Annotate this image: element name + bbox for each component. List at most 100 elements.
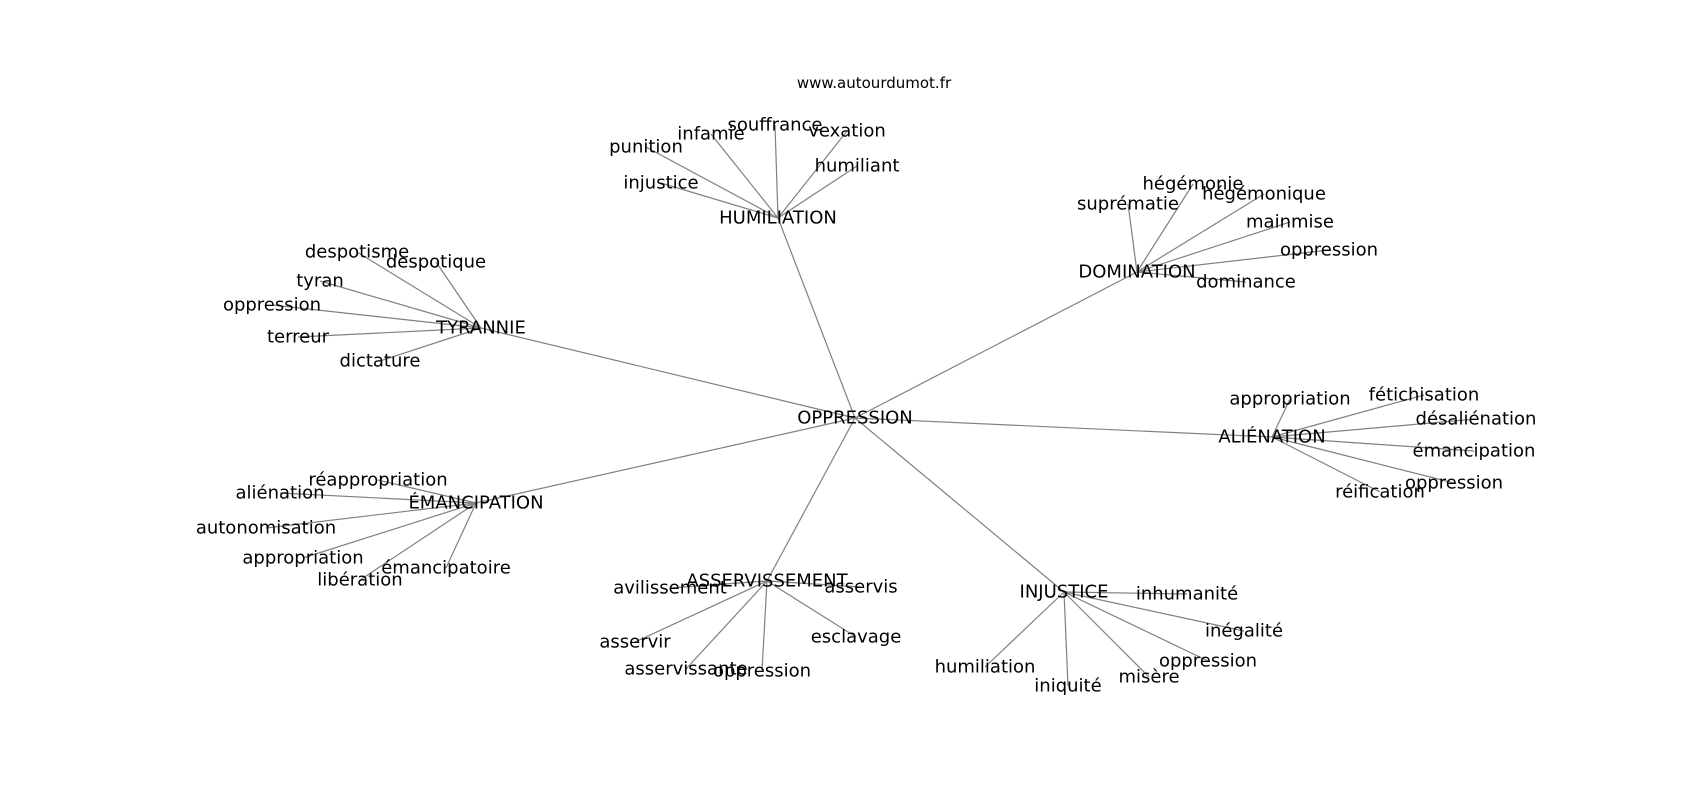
leaf-node-asservissement-asservissante[interactable]: asservissante [624,659,747,680]
edge-domination-suprematie [1127,203,1138,273]
edge-alienation-emancipation [1271,436,1475,452]
edge-injustice-misere [1063,591,1150,678]
leaf-node-humiliation-infamie[interactable]: infamie [677,124,744,145]
leaf-node-tyrannie-tyran[interactable]: tyran [296,271,344,292]
source-watermark[interactable]: www.autourdumot.fr [797,74,952,92]
edge-emancipation-appropriation [302,502,477,559]
edge-emancipation-alienation [279,492,477,504]
edge-injustice-inhumanite [1063,591,1188,595]
hub-node-domination[interactable]: DOMINATION [1078,262,1195,283]
leaf-node-emancipation-liberation[interactable]: libération [317,570,402,591]
hub-node-alienation[interactable]: ALIÉNATION [1218,426,1325,448]
leaf-node-injustice-iniquite[interactable]: iniquité [1034,676,1101,697]
leaf-node-alienation-reification[interactable]: réification [1335,482,1425,503]
edge-injustice-oppression [1063,591,1209,662]
edge-alienation-desalienation [1271,418,1477,438]
edge-asservissement-oppression [761,580,768,672]
leaf-node-emancipation-autonomisation[interactable]: autonomisation [196,518,336,539]
edge-alienation-appropriation [1271,398,1291,438]
leaf-node-humiliation-vexation[interactable]: vexation [808,121,886,142]
edge-injustice-humiliation [984,591,1065,668]
leaf-node-domination-dominance[interactable]: dominance [1196,272,1296,293]
leaf-node-tyrannie-despotisme[interactable]: despotisme [305,242,409,263]
edge-tyrannie-dictature [379,327,482,362]
edge-humiliation-vexation [777,130,848,219]
edge-asservissement-asservis [766,580,862,588]
leaf-node-injustice-inegalite[interactable]: inégalité [1205,621,1283,642]
leaf-node-emancipation-alienation[interactable]: aliénation [235,483,324,504]
leaf-node-asservissement-oppression[interactable]: oppression [713,661,811,682]
edge-tyrannie-tyran [319,280,482,329]
edge-asservissement-asservissante [685,580,768,670]
leaf-node-tyrannie-despotique[interactable]: despotique [386,252,486,273]
edge-alienation-reification [1271,436,1381,493]
leaf-node-injustice-inhumanite[interactable]: inhumanité [1136,584,1238,605]
leaf-node-injustice-misere[interactable]: misère [1118,667,1179,688]
leaf-node-alienation-oppression[interactable]: oppression [1405,473,1503,494]
edge-asservissement-asservir [634,580,768,643]
leaf-node-tyrannie-terreur[interactable]: terreur [267,327,330,348]
edge-tyrannie-despotisme [356,251,482,329]
edge-tyrannie-despotique [435,261,482,329]
edge-alienation-fetichisation [1271,394,1425,438]
leaf-node-emancipation-appropriation[interactable]: appropriation [242,548,363,569]
leaf-node-asservissement-asservir[interactable]: asservir [599,632,671,653]
leaf-node-domination-mainmise[interactable]: mainmise [1246,212,1334,233]
hub-node-humiliation[interactable]: HUMILIATION [719,208,837,229]
edge-asservissement-avilissement [669,580,768,589]
leaf-node-alienation-desalienation[interactable]: désaliénation [1416,409,1537,430]
leaf-node-injustice-oppression[interactable]: oppression [1159,651,1257,672]
leaf-node-humiliation-souffrance[interactable]: souffrance [727,115,822,136]
leaf-node-domination-oppression[interactable]: oppression [1280,240,1378,261]
edge-domination-mainmise [1136,221,1291,273]
leaf-node-asservissement-avilissement[interactable]: avilissement [613,578,727,599]
edge-tyrannie-terreur [297,327,482,338]
edge-domination-dominance [1136,271,1247,283]
hub-node-tyrannie[interactable]: TYRANNIE [435,318,526,339]
leaf-node-humiliation-punition[interactable]: punition [609,137,683,158]
leaf-node-alienation-emancipation[interactable]: émancipation [1413,441,1536,462]
edge-domination-hegemonie [1136,183,1194,273]
hub-node-injustice[interactable]: INJUSTICE [1020,582,1109,603]
edge-center-emancipation [475,417,856,504]
graph-edges [265,124,1477,687]
leaf-node-emancipation-emancipatoire[interactable]: émancipatoire [381,558,511,579]
edge-emancipation-emancipatoire [445,502,477,569]
leaf-node-injustice-humiliation[interactable]: humiliation [935,657,1036,678]
edge-humiliation-injustice [660,182,779,219]
hub-node-emancipation[interactable]: ÉMANCIPATION [408,492,543,514]
center-node-oppression[interactable]: OPPRESSION [797,408,913,429]
edge-emancipation-reappropriation [377,479,477,504]
edge-alienation-oppression [1271,436,1455,484]
edge-domination-oppression [1136,249,1330,273]
edge-emancipation-liberation [359,502,477,581]
leaf-node-domination-hegemonie[interactable]: hégémonie [1142,174,1243,195]
leaf-node-humiliation-injustice[interactable]: injustice [623,173,698,194]
edge-injustice-inegalite [1063,591,1245,632]
leaf-node-alienation-appropriation[interactable]: appropriation [1229,389,1350,410]
edge-tyrannie-oppression [271,304,482,329]
leaf-node-alienation-fetichisation[interactable]: fétichisation [1369,385,1480,406]
edge-center-humiliation [777,217,856,419]
leaf-node-domination-suprematie[interactable]: suprématie [1077,194,1179,215]
edge-center-asservissement [766,417,856,582]
leaf-node-asservissement-esclavage[interactable]: esclavage [811,627,902,648]
leaf-node-humiliation-humiliant[interactable]: humiliant [815,156,900,177]
edge-humiliation-punition [645,146,779,219]
edge-humiliation-infamie [710,133,779,219]
edge-center-tyrannie [480,327,856,419]
edge-center-domination [854,271,1138,419]
edge-domination-hegemonique [1136,193,1265,273]
leaf-node-asservissement-asservis[interactable]: asservis [824,577,897,598]
leaf-node-domination-hegemonique[interactable]: hégémonique [1202,184,1326,205]
leaf-node-emancipation-reappropriation[interactable]: réappropriation [308,470,447,491]
edge-emancipation-autonomisation [265,502,477,529]
leaf-node-tyrannie-dictature[interactable]: dictature [340,351,421,372]
edge-injustice-iniquite [1063,591,1069,687]
edge-center-alienation [854,417,1273,438]
edge-humiliation-souffrance [774,124,779,219]
hub-node-asservissement[interactable]: ASSERVISSEMENT [686,571,848,592]
leaf-node-tyrannie-oppression[interactable]: oppression [223,295,321,316]
